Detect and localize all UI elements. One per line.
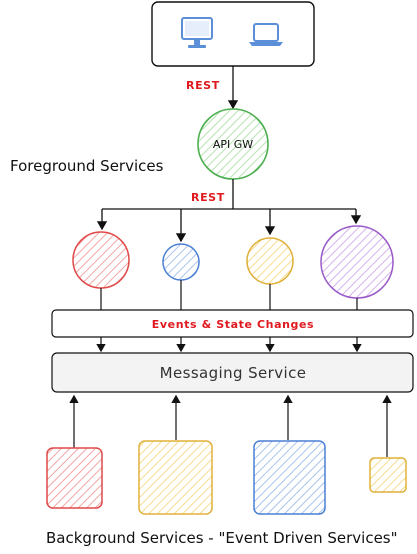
events-bar — [51, 309, 414, 338]
background-service-blue — [253, 440, 326, 515]
background-service-yellow — [138, 440, 213, 515]
messaging-service-box — [51, 352, 414, 393]
messaging-service-label: Messaging Service — [160, 364, 307, 382]
background-service-yellow-small — [369, 457, 407, 493]
foreground-service-purple — [320, 225, 394, 299]
foreground-services-label: Foreground Services — [10, 157, 164, 175]
background-services-label: Background Services - "Event Driven Serv… — [46, 529, 398, 547]
api-gateway-label: API GW — [213, 138, 253, 151]
rest-label-fanout: REST — [191, 191, 225, 204]
foreground-service-yellow — [246, 237, 294, 285]
foreground-service-red — [72, 231, 130, 289]
rest-label-top: REST — [186, 79, 220, 92]
clients-box — [151, 1, 315, 67]
desktop-monitor-icon — [181, 17, 213, 48]
events-label: Events & State Changes — [152, 318, 314, 331]
laptop-icon — [249, 23, 283, 46]
foreground-service-blue — [162, 243, 200, 281]
background-service-red — [46, 447, 103, 509]
